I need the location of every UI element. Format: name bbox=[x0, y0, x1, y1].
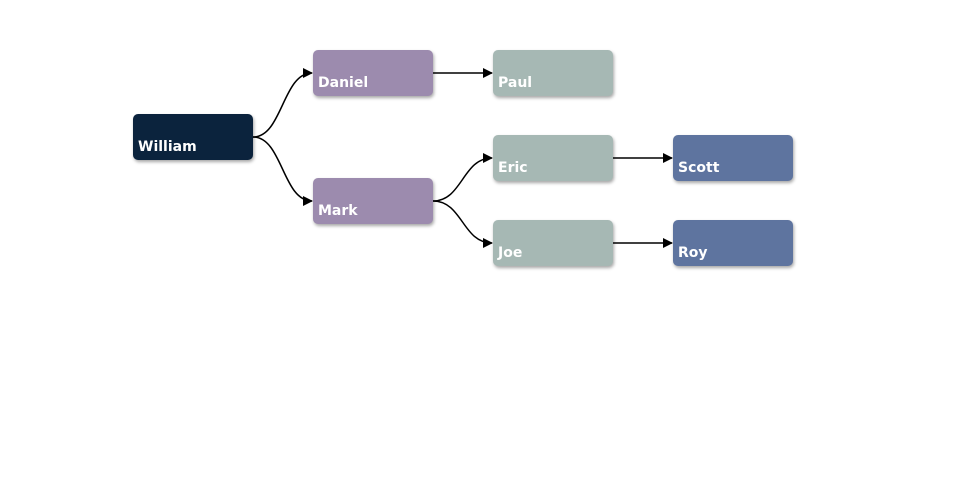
edge-william-to-daniel bbox=[252, 68, 313, 138]
node-label: Joe bbox=[498, 245, 523, 261]
node-scott[interactable]: Scott bbox=[673, 135, 793, 181]
node-roy[interactable]: Roy bbox=[673, 220, 793, 266]
node-label: William bbox=[138, 139, 197, 155]
node-joe[interactable]: Joe bbox=[493, 220, 613, 266]
node-label: Scott bbox=[678, 160, 720, 176]
node-label: Eric bbox=[498, 160, 528, 176]
node-eric[interactable]: Eric bbox=[493, 135, 613, 181]
node-daniel[interactable]: Daniel bbox=[313, 50, 433, 96]
edge-mark-to-eric bbox=[432, 153, 493, 202]
edge-william-to-mark bbox=[252, 136, 313, 206]
node-label: Daniel bbox=[318, 75, 369, 91]
node-label: Paul bbox=[498, 75, 533, 91]
node-william[interactable]: William bbox=[133, 114, 253, 160]
node-paul[interactable]: Paul bbox=[493, 50, 613, 96]
edge-mark-to-joe bbox=[432, 200, 493, 248]
node-mark[interactable]: Mark bbox=[313, 178, 433, 224]
node-label: Mark bbox=[318, 203, 358, 219]
node-label: Roy bbox=[678, 245, 708, 261]
